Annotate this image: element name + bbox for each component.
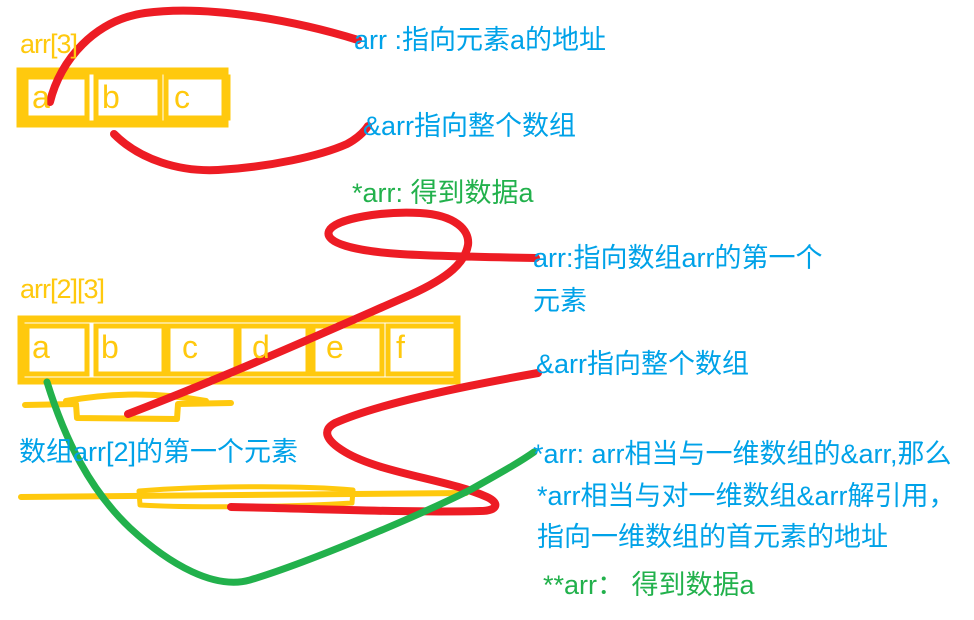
note-star-arr-line3: 指向一维数组的首元素的地址 [537, 522, 888, 552]
array1-label: arr[3] [20, 29, 78, 59]
yellow-underline [18, 490, 469, 500]
array2-cell-f-box [385, 323, 459, 377]
array1-cell-b-box [93, 74, 163, 121]
array2-cell-f-value: f [396, 329, 405, 365]
array1-cell-c-box [163, 74, 231, 121]
yellow-brace-tent [63, 391, 209, 404]
array1-outer-box [16, 67, 229, 128]
red-stroke-arr-to-label [46, 6, 362, 106]
note-amp-arr-1: &arr指向整个数组 [363, 111, 577, 141]
array2-cell-e-value: e [326, 329, 344, 365]
array2-cell-c-box [165, 323, 239, 377]
array2-cell-b-value: b [101, 329, 119, 365]
note-arr2-first-elem: 数组arr[2]的第一个元素 [19, 437, 299, 467]
note-amp-arr-2: &arr指向整个数组 [536, 349, 750, 379]
array2-cell-a-box [24, 323, 90, 377]
yellow-brace-notch [22, 400, 234, 422]
array1-cell-b-value: b [102, 79, 120, 115]
array1-cell-a-value: a [32, 79, 50, 115]
array2-cell-a-value: a [32, 329, 50, 365]
note-star-arr-line1: *arr: arr相当与一维数组的&arr,那么 [533, 439, 952, 469]
note-arr-address: arr :指向元素a的地址 [354, 25, 607, 55]
array2-cell-d-box [236, 323, 311, 377]
array2-cell-d-value: d [252, 329, 270, 365]
note-star-arr-line2: *arr相当与对一维数组&arr解引用， [537, 481, 956, 511]
yellow-flat-loop [136, 484, 356, 510]
red-stroke-hairpin-to-row [227, 369, 542, 516]
note-double-star-arr: **arr： 得到数据a [543, 570, 755, 600]
red-stroke-loop-to-first-element [124, 208, 540, 418]
note-arr-first-line2: 元素 [533, 286, 587, 316]
array2-label: arr[2][3] [20, 274, 105, 304]
green-stroke-cell-a-to-note [43, 378, 538, 586]
array2-cell-b-box [93, 323, 167, 377]
red-stroke-amp-arr [110, 122, 372, 175]
array1-cell-c-value: c [174, 79, 190, 115]
array2-cell-c-value: c [182, 329, 198, 365]
note-star-arr-data: *arr: 得到数据a [352, 178, 534, 208]
note-arr-first-line1: arr:指向数组arr的第一个 [533, 243, 823, 273]
